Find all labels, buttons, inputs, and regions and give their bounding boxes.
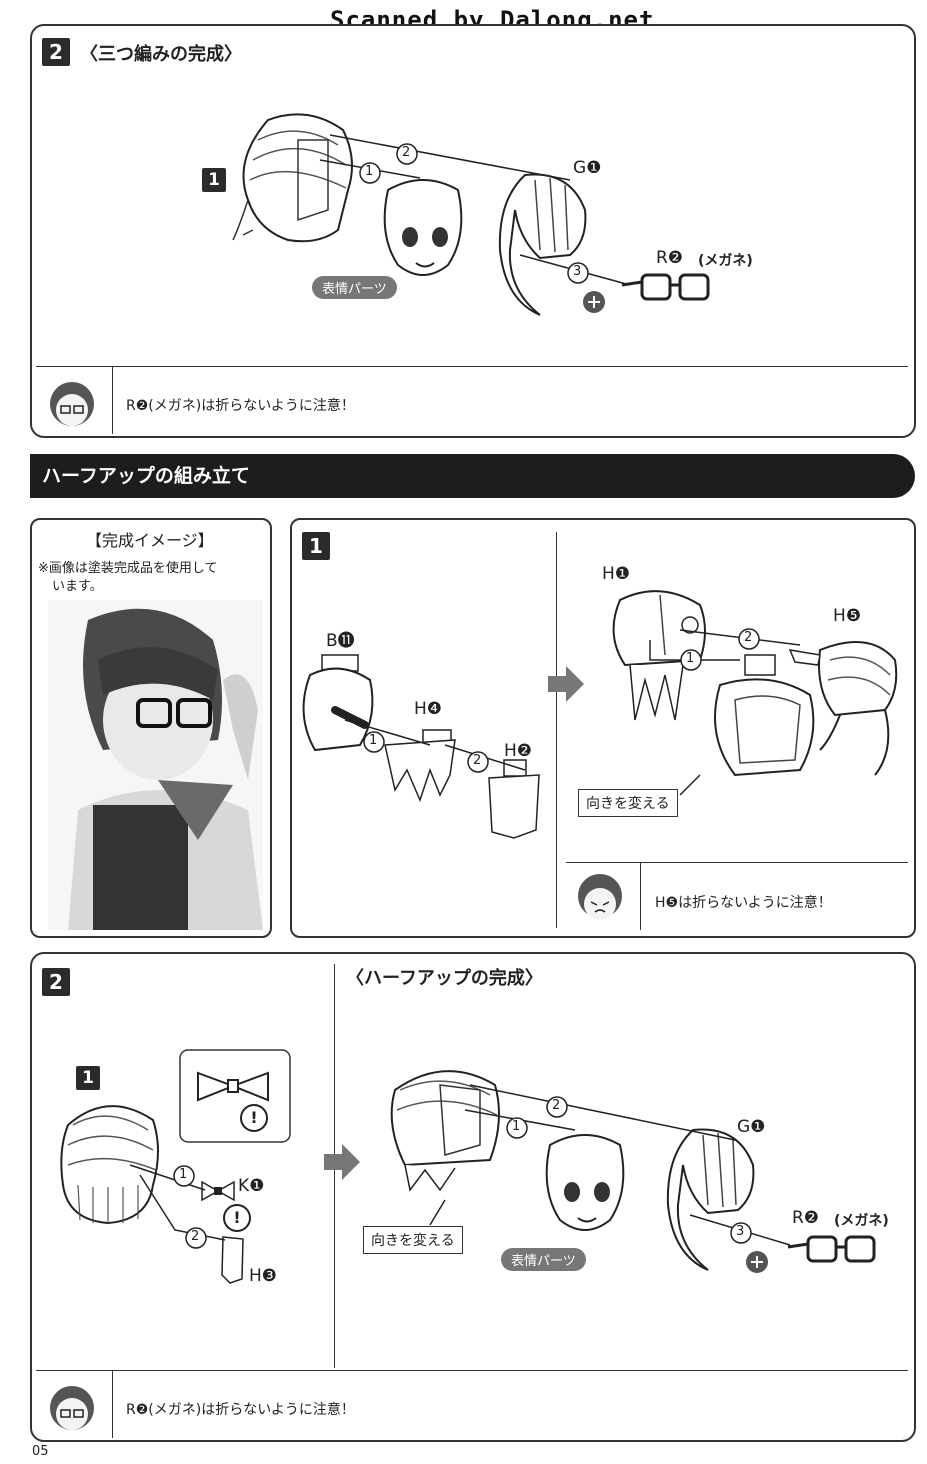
step-label-2: 2: [402, 145, 411, 160]
part-label-r2: R❷: [656, 248, 684, 268]
bangs-part-illustration: [666, 1128, 755, 1271]
step-number: 2: [42, 968, 70, 996]
step-title: 〈ハーフアップの完成〉: [346, 968, 543, 989]
ribbon-part-k1-illustration: [201, 1180, 235, 1202]
step-label-2: 2: [744, 630, 753, 645]
page-number: 05: [32, 1444, 49, 1459]
warning-icon: !: [223, 1204, 251, 1232]
glasses-note: (メガネ): [698, 253, 753, 269]
warning-icon: !: [240, 1104, 268, 1132]
image-panel-title: 【完成イメージ】: [86, 531, 214, 550]
section-banner: ハーフアップの組み立て: [30, 454, 915, 498]
hair-part-h4-illustration: [384, 729, 456, 803]
step2-top-panel: [30, 24, 916, 438]
no-bend-icon: [746, 1251, 768, 1273]
bun-hair-illustration: [60, 1105, 159, 1225]
character-worried-icon: [578, 874, 622, 920]
step2-bottom-panel: [30, 952, 916, 1442]
face-part-illustration: [383, 179, 463, 276]
step-label-1: 1: [179, 1167, 188, 1182]
assembly-lines: [319, 134, 631, 286]
part-label-h3: H❸: [249, 1266, 278, 1286]
part-label-r2: R❷: [792, 1208, 820, 1228]
step-label-2: 2: [552, 1098, 561, 1113]
face-part-label: 表情パーツ: [501, 1248, 586, 1271]
glasses-note: (メガネ): [834, 1213, 889, 1229]
back-hair-assembly-illustration: [714, 654, 815, 777]
divider: [112, 366, 113, 434]
part-label-h4: H❹: [414, 699, 443, 719]
substep-number: 1: [76, 1066, 100, 1090]
step-label-1: 1: [369, 733, 378, 748]
divider: [36, 1370, 908, 1371]
part-label-k1: K❶: [238, 1176, 265, 1196]
substep-number: 1: [202, 168, 226, 192]
character-avatar-icon: [50, 1386, 94, 1430]
bangs-part-illustration: [498, 173, 587, 316]
part-label-b11: B⓫: [326, 631, 355, 651]
divider: [112, 1370, 113, 1438]
turn-around-label: 向きを変える: [363, 1226, 463, 1254]
part-label-g1: G❶: [737, 1117, 766, 1137]
divider: [36, 366, 908, 367]
finished-figure-photo: [48, 600, 263, 930]
divider: [640, 862, 641, 930]
step-label-3: 3: [736, 1224, 745, 1239]
step-label-3: 3: [573, 264, 582, 279]
braid-hair-illustration: [232, 113, 353, 243]
divider: [566, 862, 908, 863]
no-bend-icon: [583, 291, 605, 313]
step-number: 2: [42, 38, 70, 66]
step-label-1: 1: [365, 164, 374, 179]
hair-assembly-illustration: [612, 590, 706, 721]
halfup-hair-assembly-illustration: [390, 1070, 500, 1192]
part-label-h5: H❺: [833, 606, 862, 626]
caution-text: R❷(メガネ)は折らないように注意！: [126, 1402, 355, 1418]
hair-part-h5-illustration: [788, 641, 898, 776]
glasses-part-illustration: [787, 1235, 876, 1263]
part-label-h1: H❶: [602, 564, 631, 584]
assembly-lines: [344, 719, 526, 773]
part-label-g1: G❶: [573, 158, 602, 178]
step-number: 1: [302, 532, 330, 560]
assembly-lines: [649, 628, 801, 796]
arrow-right-icon: [324, 1144, 360, 1180]
hair-part-h2-illustration: [488, 759, 540, 839]
step-title: 〈三つ編みの完成〉: [80, 44, 242, 65]
step-label-2: 2: [473, 753, 482, 768]
back-hair-part-illustration: [302, 654, 374, 752]
step-label-1: 1: [512, 1119, 521, 1134]
hair-part-h3-illustration: [221, 1236, 244, 1284]
face-part-illustration: [545, 1134, 625, 1231]
caution-text: R❷(メガネ)は折らないように注意！: [126, 398, 355, 414]
step-label-1: 1: [686, 651, 695, 666]
arrow-right-icon: [548, 666, 584, 702]
image-note-line1: ※画像は塗装完成品を使用して: [38, 561, 218, 576]
part-label-h2: H❷: [504, 741, 533, 761]
turn-around-label: 向きを変える: [578, 789, 678, 817]
caution-text: H❺は折らないように注意！: [655, 895, 832, 911]
image-note-line2: います。: [52, 579, 103, 594]
divider: [556, 532, 557, 928]
face-part-label: 表情パーツ: [312, 276, 397, 299]
step-label-2: 2: [191, 1229, 200, 1244]
character-avatar-icon: [50, 382, 94, 426]
